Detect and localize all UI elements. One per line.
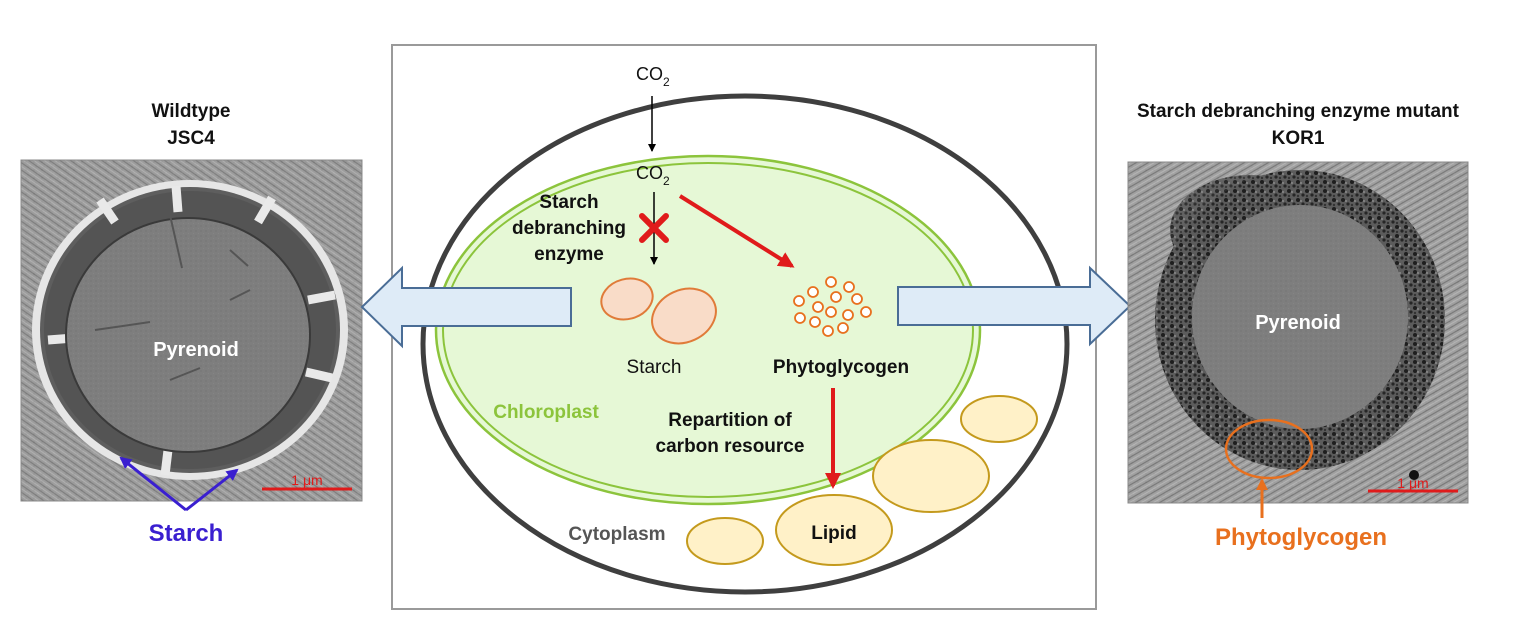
phytoglycogen-synthesis-arrow	[678, 194, 795, 268]
right-panel: Starch debranching enzyme mutant KOR1 Py…	[1127, 101, 1469, 551]
left-title-line1: Wildtype	[152, 101, 231, 122]
mutant-micrograph	[1128, 162, 1468, 503]
right-pyrenoid-label: Pyrenoid	[1255, 312, 1341, 334]
co2-outer-label: CO2	[636, 64, 670, 89]
left-block-arrow	[360, 265, 572, 349]
starch-granule	[600, 277, 654, 321]
right-title-line1: Starch debranching enzyme mutant	[1137, 101, 1460, 122]
block-x-mark	[639, 213, 669, 243]
center-diagram: CO2 CO2 Starch debranching enzyme Starch	[391, 44, 1097, 610]
phytoglycogen-highlight-circle	[1224, 418, 1314, 480]
wildtype-micrograph	[21, 160, 362, 501]
starch-granule	[651, 287, 717, 345]
starch-pointer-right	[185, 468, 239, 512]
lipid-droplet	[960, 395, 1038, 443]
starch-pointer-left	[119, 456, 187, 512]
lipid-label: Lipid	[811, 523, 856, 544]
right-phytoglycogen-label: Phytoglycogen	[1215, 524, 1387, 551]
starch-label: Starch	[627, 357, 682, 378]
co2-inner-label: CO2	[636, 163, 670, 188]
left-scale-label: 1 μm	[291, 472, 322, 488]
enzyme-label-line2: debranching	[512, 218, 626, 239]
right-scale-label: 1 μm	[1397, 475, 1428, 491]
phytoglycogen-label: Phytoglycogen	[773, 357, 909, 378]
left-pyrenoid-label: Pyrenoid	[153, 339, 239, 361]
repartition-label-line2: carbon resource	[656, 436, 805, 457]
repartition-label-line1: Repartition of	[668, 410, 792, 431]
enzyme-label-line3: enzyme	[534, 244, 604, 265]
chloroplast-label: Chloroplast	[493, 402, 599, 423]
lipid-droplet	[775, 494, 893, 566]
left-starch-label: Starch	[149, 520, 224, 547]
right-block-arrow	[897, 265, 1132, 347]
left-title-line2: JSC4	[167, 128, 215, 149]
left-panel: Wildtype JSC4	[20, 101, 363, 547]
lipid-droplet	[686, 517, 764, 565]
phytoglycogen-particles	[793, 276, 872, 337]
lipid-droplet	[872, 439, 990, 513]
enzyme-label-line1: Starch	[539, 192, 598, 213]
right-title-line2: KOR1	[1272, 128, 1325, 149]
cytoplasm-label: Cytoplasm	[568, 524, 665, 545]
